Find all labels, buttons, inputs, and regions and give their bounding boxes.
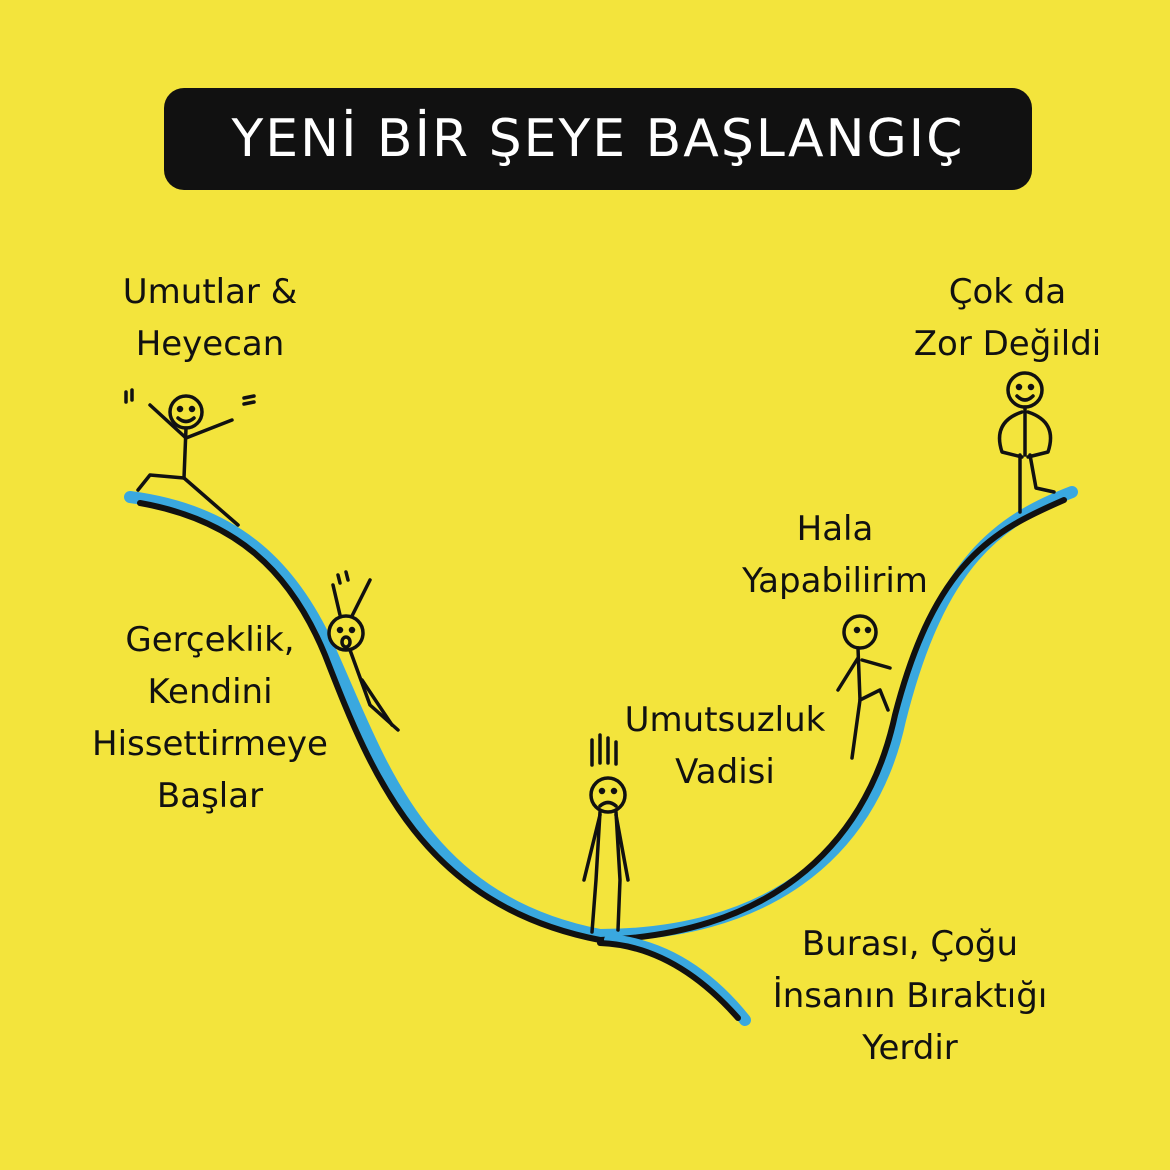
label-quit-line3: Yerdir	[862, 1028, 958, 1068]
label-quit-line1: Burası, Çoğu	[801, 924, 1019, 964]
label-hope-line1: Umutlar &	[122, 272, 298, 312]
falling-stick-figure	[327, 570, 400, 732]
label-easy-line2: Zor Değildi	[913, 324, 1102, 364]
label-still-line2: Yapabilirim	[742, 561, 928, 601]
label-hope: Umutlar & Heyecan	[100, 266, 320, 370]
label-reality-line2: Kendini	[147, 672, 273, 712]
sad-stick-figure	[582, 733, 630, 934]
label-despair-line1: Umutsuzluk	[624, 700, 826, 740]
label-reality-line1: Gerçeklik,	[125, 620, 295, 660]
label-still: Hala Yapabilirim	[720, 503, 950, 607]
label-reality-line4: Başlar	[156, 776, 264, 816]
proud-stick-figure	[997, 371, 1056, 514]
quit-branch	[597, 940, 741, 1021]
label-reality: Gerçeklik, Kendini Hissettirmeye Başlar	[60, 614, 360, 822]
climbing-stick-figure	[836, 614, 892, 760]
label-quit: Burası, Çoğu İnsanın Bıraktığı Yerdir	[750, 918, 1070, 1074]
label-still-line1: Hala	[796, 509, 874, 549]
quit-branch-blue	[604, 934, 751, 1026]
title-banner: YENİ BİR ŞEYE BAŞLANGIÇ	[164, 88, 1032, 190]
label-despair-line2: Vadisi	[675, 752, 775, 792]
label-quit-line2: İnsanın Bıraktığı	[772, 976, 1048, 1016]
label-easy: Çok da Zor Değildi	[895, 266, 1120, 370]
valley-curve-blue	[124, 486, 1078, 942]
label-hope-line2: Heyecan	[135, 324, 285, 364]
label-easy-line1: Çok da	[948, 272, 1067, 312]
page-title: YENİ BİR ŞEYE BAŞLANGIÇ	[231, 109, 965, 169]
label-reality-line3: Hissettirmeye	[92, 724, 328, 764]
label-despair: Umutsuzluk Vadisi	[600, 694, 850, 798]
excited-stick-figure	[124, 388, 256, 527]
